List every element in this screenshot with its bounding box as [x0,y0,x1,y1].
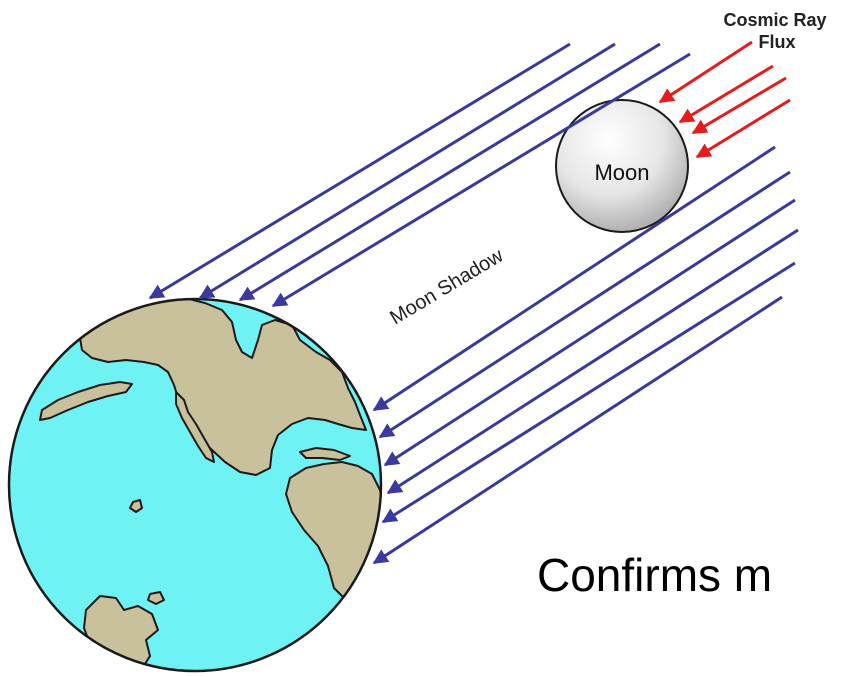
flux-arrow-9 [381,261,796,524]
cuba-island [299,447,351,461]
moon-label: Moon [594,160,649,185]
flux-arrow-8 [386,228,799,495]
hawaii-island [129,499,143,513]
baja-peninsula [175,391,215,463]
north-america-landmass [79,299,367,476]
flux-arrow-6 [378,170,791,439]
cosmic-ray-label: Cosmic Ray [723,10,826,30]
flux-arrow-5 [372,145,776,412]
flux-arrow-1 [148,42,571,300]
moon: Moon [555,99,689,233]
earth-outline [7,297,383,673]
flux-arrow-3 [238,42,661,302]
cosmic-ray-arrow-4 [695,98,791,159]
moon-shadow-label: Moon Shadow [386,244,507,329]
flux-arrow-7 [383,198,796,467]
flux-arrow-10 [372,295,783,565]
flux-arrow-4 [271,52,691,308]
caption-text: Confirms m [537,549,773,601]
earth [7,297,383,673]
flux-arrow-2 [198,42,616,300]
flux-arrows [148,42,799,565]
moon-sphere [555,99,689,233]
flux-label: Flux [758,32,795,52]
cosmic-ray-arrow-3 [691,76,787,135]
alaska-landmass [39,381,133,421]
cosmic-ray-arrows [658,40,791,159]
small-island [147,591,165,605]
cosmic-ray-arrow-1 [658,40,753,104]
cosmic-ray-arrow-2 [678,64,774,124]
